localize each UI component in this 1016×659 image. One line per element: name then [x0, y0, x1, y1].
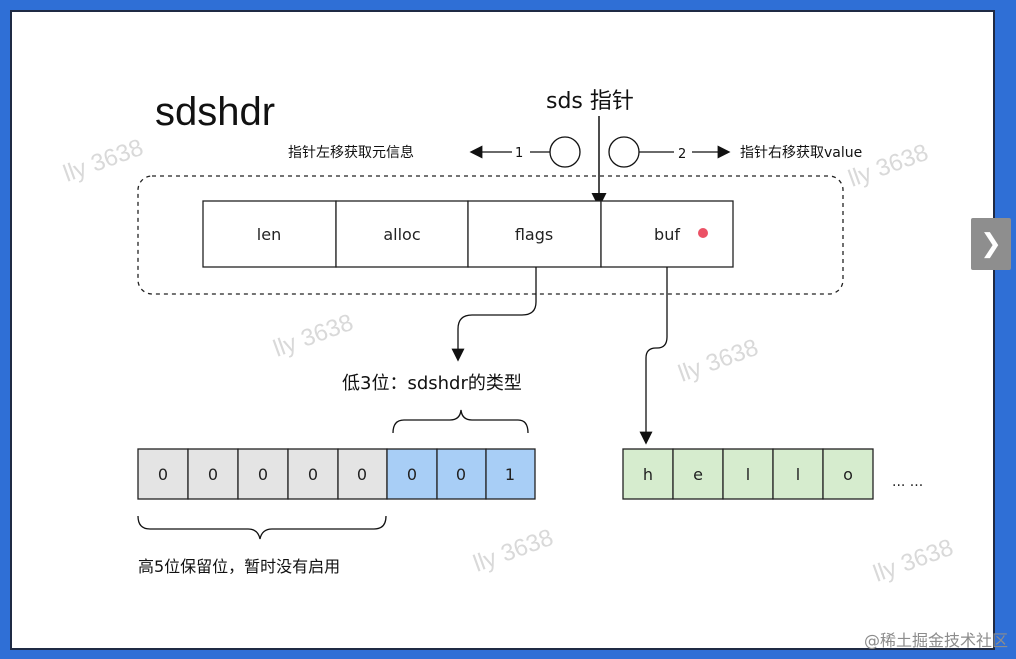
- buf-cell: [722, 448, 774, 500]
- bit-value: 0: [357, 465, 367, 484]
- right-arrow-label: 指针右移获取value: [740, 145, 862, 161]
- bit-cell: [237, 448, 289, 500]
- watermark: lly 3638: [270, 309, 357, 363]
- bit-cell: [386, 448, 438, 500]
- buf-char: l: [796, 465, 800, 484]
- chevron-right-icon: ❯: [980, 229, 1002, 259]
- flag-bits: 0 0 0 0 0 0 0 1: [137, 448, 536, 500]
- buf-char: o: [843, 465, 853, 484]
- buf-cell: [672, 448, 724, 500]
- pointer-label: sds 指针: [546, 89, 634, 114]
- diagram-title: sdshdr: [155, 90, 275, 134]
- field-flags: flags: [515, 225, 553, 244]
- field-cell: [600, 200, 734, 268]
- bit-value: 0: [258, 465, 268, 484]
- bit-cell: [436, 448, 487, 500]
- type-bits-brace: [392, 409, 529, 434]
- bit-value: 0: [208, 465, 218, 484]
- bit-cell: [485, 448, 536, 500]
- bit-value: 0: [407, 465, 417, 484]
- watermark: lly 3638: [675, 334, 762, 388]
- left-arrow-label: 指针左移获取元信息: [288, 144, 414, 161]
- buf-chars: h e l l o: [622, 448, 874, 500]
- buf-char: l: [746, 465, 750, 484]
- field-alloc: alloc: [383, 225, 420, 244]
- buf-char: h: [643, 465, 653, 484]
- header-container: [137, 175, 844, 295]
- credit-watermark: @稀土掘金技术社区: [863, 631, 1008, 650]
- sds-diagram: lly 3638 lly 3638 lly 3638 lly 3638 lly …: [60, 89, 957, 588]
- bit-cell: [287, 448, 339, 500]
- bit-cell: [187, 448, 239, 500]
- field-buf: buf: [654, 225, 680, 244]
- watermark: lly 3638: [60, 134, 147, 188]
- reserved-caption: 高5位保留位，暂时没有启用: [138, 557, 340, 576]
- watermark: lly 3638: [470, 524, 557, 578]
- flags-caption: 低3位：sdshdr的类型: [342, 373, 522, 394]
- buf-cell: [822, 448, 874, 500]
- bit-value: 1: [505, 465, 515, 484]
- header-fields: len alloc flags buf: [202, 200, 734, 268]
- field-cell: [467, 200, 602, 268]
- buf-arrow: [639, 267, 668, 445]
- buf-ellipsis: ... ...: [892, 474, 923, 490]
- flags-arrow: [451, 267, 537, 362]
- bit-value: 0: [308, 465, 318, 484]
- left-step: 1: [515, 146, 523, 161]
- field-cell: [335, 200, 469, 268]
- right-circle: [608, 136, 640, 168]
- reserved-bits-brace: [137, 515, 387, 540]
- buf-cell: [622, 448, 674, 500]
- right-step: 2: [678, 147, 686, 162]
- buf-char: e: [693, 465, 703, 484]
- cursor-dot: [698, 228, 708, 238]
- field-cell: [202, 200, 337, 268]
- field-len: len: [257, 225, 281, 244]
- bit-value: 0: [158, 465, 168, 484]
- next-slide-button[interactable]: ❯: [971, 218, 1011, 270]
- diagram-frame: lly 3638 lly 3638 lly 3638 lly 3638 lly …: [10, 10, 995, 650]
- bit-value: 0: [456, 465, 466, 484]
- watermark: lly 3638: [870, 534, 957, 588]
- left-circle: [549, 136, 581, 168]
